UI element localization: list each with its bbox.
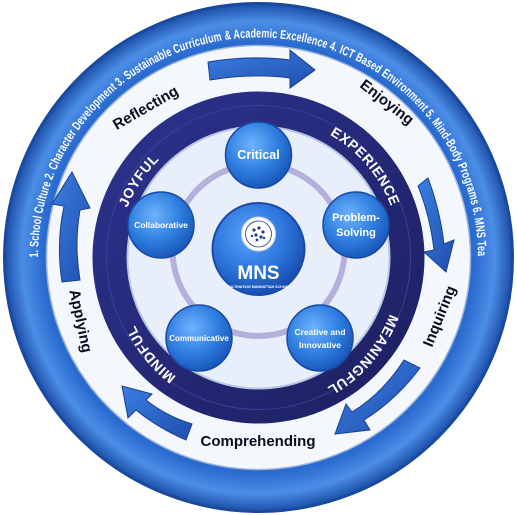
arrow-applying-to-reflecting [51, 170, 91, 283]
logo-subtitle: MULTINATION MANHATTAN SCHOOL [226, 285, 291, 289]
school-seal-icon [241, 216, 276, 252]
skill-node-creative-innovative: Creative and Innovative [286, 304, 354, 372]
svg-text:Communicative: Communicative [169, 334, 229, 343]
stage-comprehending: Comprehending [201, 433, 316, 450]
center-logo: MNS MULTINATION MANHATTAN SCHOOL [211, 202, 306, 296]
arrow-reflecting-to-enjoying [207, 48, 316, 89]
svg-text:Innovative: Innovative [299, 340, 341, 350]
svg-text:Critical: Critical [237, 148, 279, 162]
arrow-comprehending-to-applying [121, 385, 193, 441]
cycle-arrows [51, 48, 455, 441]
svg-text:Creative and: Creative and [294, 327, 345, 337]
svg-text:Collaborative: Collaborative [134, 220, 188, 230]
arrow-inquiring-to-comprehending [334, 359, 421, 435]
arrow-enjoying-to-inquiring [417, 177, 455, 273]
skill-node-communicative: Communicative [165, 304, 233, 372]
svg-text:Solving: Solving [336, 227, 376, 239]
skill-node-problem-solving: Problem- Solving [322, 191, 390, 259]
skill-node-critical: Critical [224, 121, 293, 189]
svg-text:Problem-: Problem- [332, 212, 380, 224]
skill-node-collaborative: Collaborative [127, 191, 195, 259]
logo-text: MNS [237, 263, 279, 284]
